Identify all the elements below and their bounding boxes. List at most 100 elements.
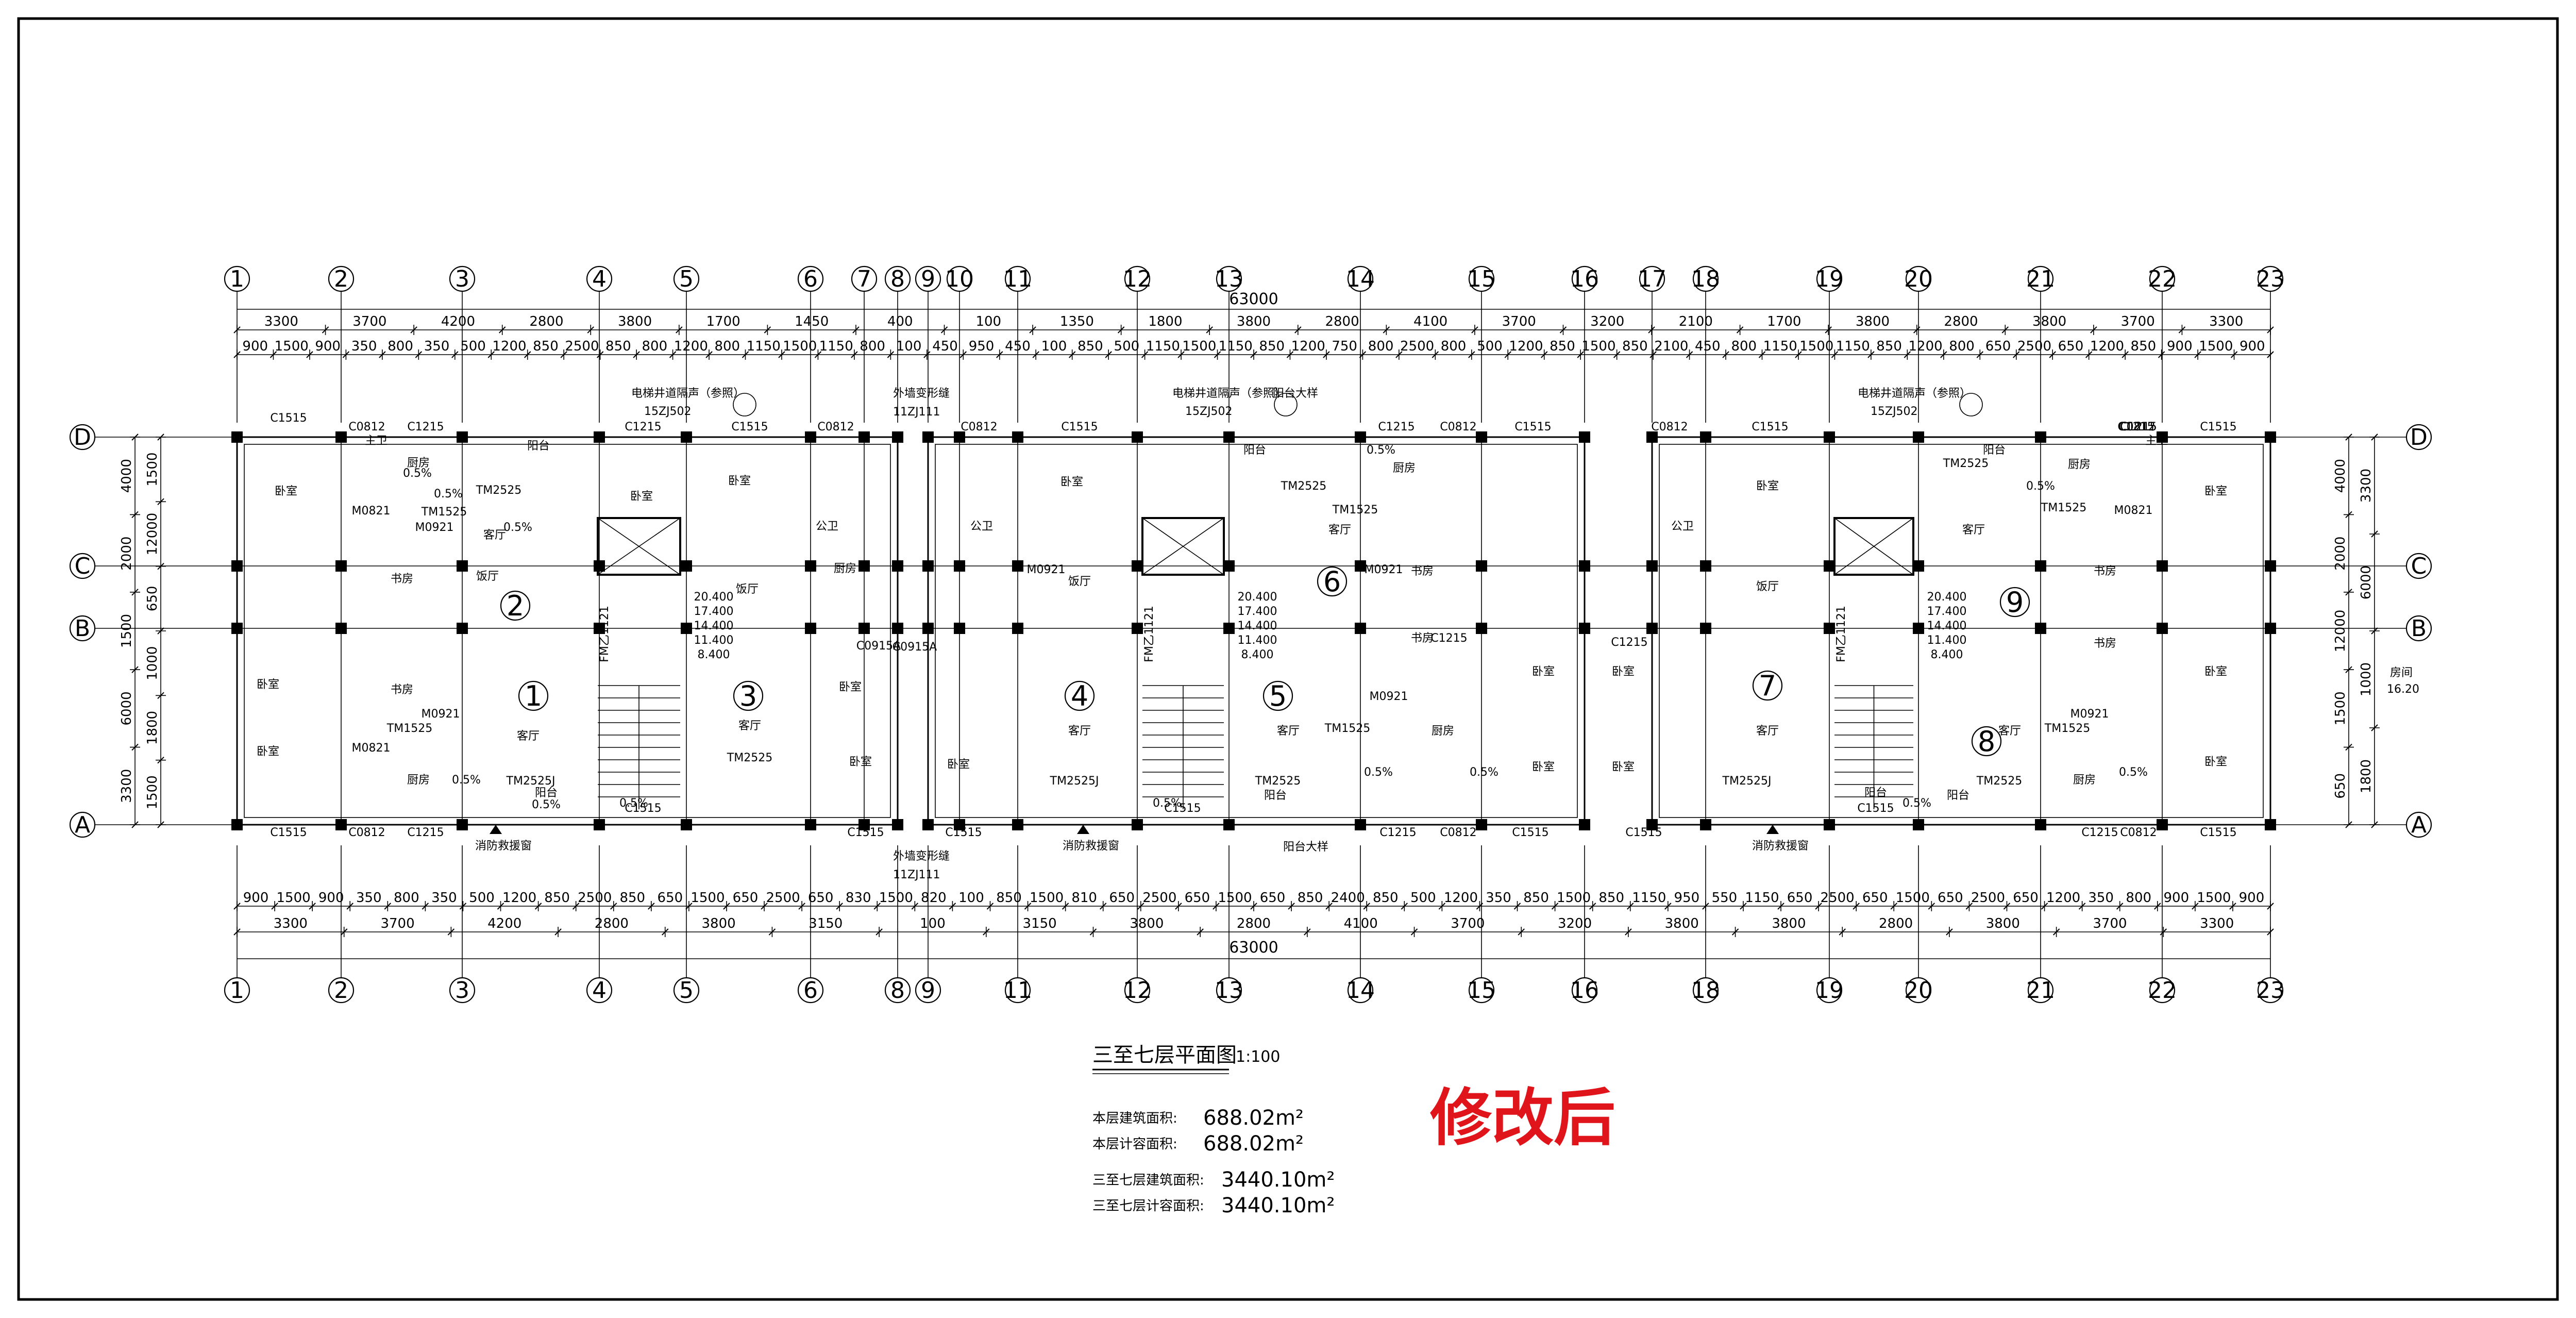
- room-label-13: 卧室: [630, 490, 653, 503]
- dim-bottom-row2-0: 3300: [274, 916, 308, 931]
- opening-code-26: C1215: [1379, 826, 1416, 839]
- dim-bottom-row1-22: 810: [1071, 890, 1097, 906]
- elevator-note-2: 电梯井道隔声（参照）: [1858, 387, 1971, 400]
- elevation-value: 16.20: [2387, 683, 2419, 696]
- room-label-48: 客厅: [1998, 725, 2021, 738]
- dim-top-row1-16: 2100: [1679, 314, 1713, 329]
- dim-top-row1-21: 3700: [2121, 314, 2155, 329]
- dim-left-a-4: 3300: [119, 769, 134, 803]
- opening-code-32: C0812: [2120, 826, 2157, 839]
- dim-top-row2-3: 350: [351, 339, 377, 354]
- dim-bottom-row2-17: 3700: [2093, 916, 2127, 931]
- elevation-2-4: 8.400: [1241, 648, 1274, 661]
- room-label-11: 厨房: [407, 774, 430, 787]
- room-label-37: 卧室: [1612, 761, 1635, 774]
- opening-code-11: C0812: [1651, 421, 1688, 433]
- dim-bottom-row1-46: 2500: [1971, 890, 2005, 906]
- dim-top-row2-33: 800: [1441, 339, 1467, 354]
- dim-bottom-row2-9: 2800: [1237, 916, 1271, 931]
- dim-bottom-row1-11: 650: [658, 890, 683, 906]
- dim-right-a-0: 4000: [2333, 459, 2348, 493]
- dim-bottom-row2-14: 3800: [1772, 916, 1806, 931]
- dim-top-row1-14: 3700: [1502, 314, 1536, 329]
- opening-code-47: M0921: [1365, 563, 1403, 576]
- elevator-ref-1: 15ZJ502: [1185, 405, 1233, 418]
- axis-label-top-23: 23: [2256, 266, 2285, 292]
- dim-top-row2-4: 800: [388, 339, 413, 354]
- dim-bottom-row1-29: 2400: [1331, 890, 1365, 906]
- axis-label-bottom-2: 2: [334, 977, 348, 1004]
- axis-bubble-top-12: [1124, 265, 1151, 292]
- drawing-frame: [17, 17, 2559, 1301]
- dim-top-row1-0: 3300: [264, 314, 298, 329]
- wall-ref-bottom: 11ZJ111: [893, 869, 940, 881]
- axis-bubble-top-23: [2257, 265, 2284, 292]
- dim-bottom-row1-16: 830: [846, 890, 871, 906]
- axis-label-top-21: 21: [2026, 266, 2055, 292]
- dim-top-row2-40: 450: [1695, 339, 1721, 354]
- opening-code-1: C0812: [348, 421, 385, 433]
- axis-bubble-bottom-23: [2257, 977, 2284, 1004]
- opening-code-56: TM2525: [1976, 775, 2022, 788]
- opening-code-50: TM2525: [1255, 775, 1301, 788]
- axis-bubble-top-9: [915, 265, 941, 292]
- axis-label-bottom-14: 14: [1346, 977, 1375, 1004]
- opening-code-42: TM2525: [727, 752, 772, 764]
- dim-bottom-row1-2: 900: [318, 890, 344, 906]
- room-label-43: 客厅: [1962, 524, 1985, 537]
- opening-code-10: C1515: [1514, 421, 1551, 433]
- room-label-53: 卧室: [2204, 756, 2227, 769]
- opening-code-18: C1515: [2200, 421, 2236, 433]
- opening-code-5: C0812: [817, 421, 854, 433]
- fire-rescue-window-1: 消防救援窗: [1063, 840, 1119, 853]
- axis-bubble-top-20: [1905, 265, 1932, 292]
- dim-bottom-row1-36: 850: [1598, 890, 1624, 906]
- axis-label-top-19: 19: [1815, 266, 1844, 292]
- dim-bottom-row1-27: 650: [1260, 890, 1286, 906]
- dim-top-row1-15: 3200: [1590, 314, 1624, 329]
- opening-code-30: C1515: [1857, 802, 1894, 815]
- axis-bubble-bottom-22: [2149, 977, 2176, 1004]
- axis-label-bottom-6: 6: [803, 977, 818, 1004]
- elevation-1-4: 8.400: [698, 648, 730, 661]
- dim-bottom-row2-11: 3700: [1451, 916, 1485, 931]
- dim-bottom-row1-24: 2500: [1142, 890, 1176, 906]
- dim-bottom-row2-15: 2800: [1879, 916, 1913, 931]
- opening-code-31: C1215: [2081, 826, 2118, 839]
- room-label-19: 公卫: [816, 520, 838, 533]
- axis-bubble-bottom-18: [1692, 977, 1719, 1004]
- opening-code-44: M0921: [1027, 563, 1066, 576]
- dim-top-row2-21: 450: [1005, 339, 1031, 354]
- dim-right-a-1: 2000: [2333, 537, 2348, 571]
- room-label-20: 厨房: [834, 562, 856, 575]
- dim-right-b-0: 3300: [2359, 469, 2374, 503]
- room-label-3: 阳台: [527, 440, 550, 453]
- dim-bottom-row1-20: 850: [996, 890, 1022, 906]
- dim-bottom-row1-35: 1500: [1557, 890, 1591, 906]
- dim-bottom-row1-15: 650: [808, 890, 834, 906]
- dim-bottom-row2-6: 100: [920, 916, 946, 931]
- elevator-ref-0: 15ZJ502: [644, 405, 692, 418]
- dim-top-row1-8: 100: [975, 314, 1001, 329]
- dim-top-row2-5: 350: [424, 339, 450, 354]
- dim-top-row1-7: 400: [887, 314, 913, 329]
- dim-bottom-row2-16: 3800: [1986, 916, 2020, 931]
- dim-top-row2-37: 1500: [1581, 339, 1615, 354]
- axis-label-bottom-11: 11: [1003, 977, 1032, 1004]
- opening-code-59: C0915A: [893, 641, 937, 654]
- axis-bubble-bottom-8: [884, 977, 911, 1004]
- axis-label-right-D: D: [2410, 424, 2428, 451]
- axis-label-bottom-8: 8: [890, 977, 905, 1004]
- axis-bubble-top-14: [1347, 265, 1374, 292]
- axis-label-top-5: 5: [679, 266, 694, 292]
- unit-number-4: 4: [1071, 680, 1088, 712]
- dim-top-row2-31: 800: [1368, 339, 1394, 354]
- dim-bottom-row1-19: 100: [958, 890, 984, 906]
- axis-bubble-left-D: [69, 424, 96, 451]
- dim-bottom-row1-8: 850: [544, 890, 570, 906]
- axis-bubble-bottom-14: [1347, 977, 1374, 1004]
- dim-left-a-2: 1500: [119, 614, 134, 648]
- opening-code-9: C0812: [1440, 421, 1476, 433]
